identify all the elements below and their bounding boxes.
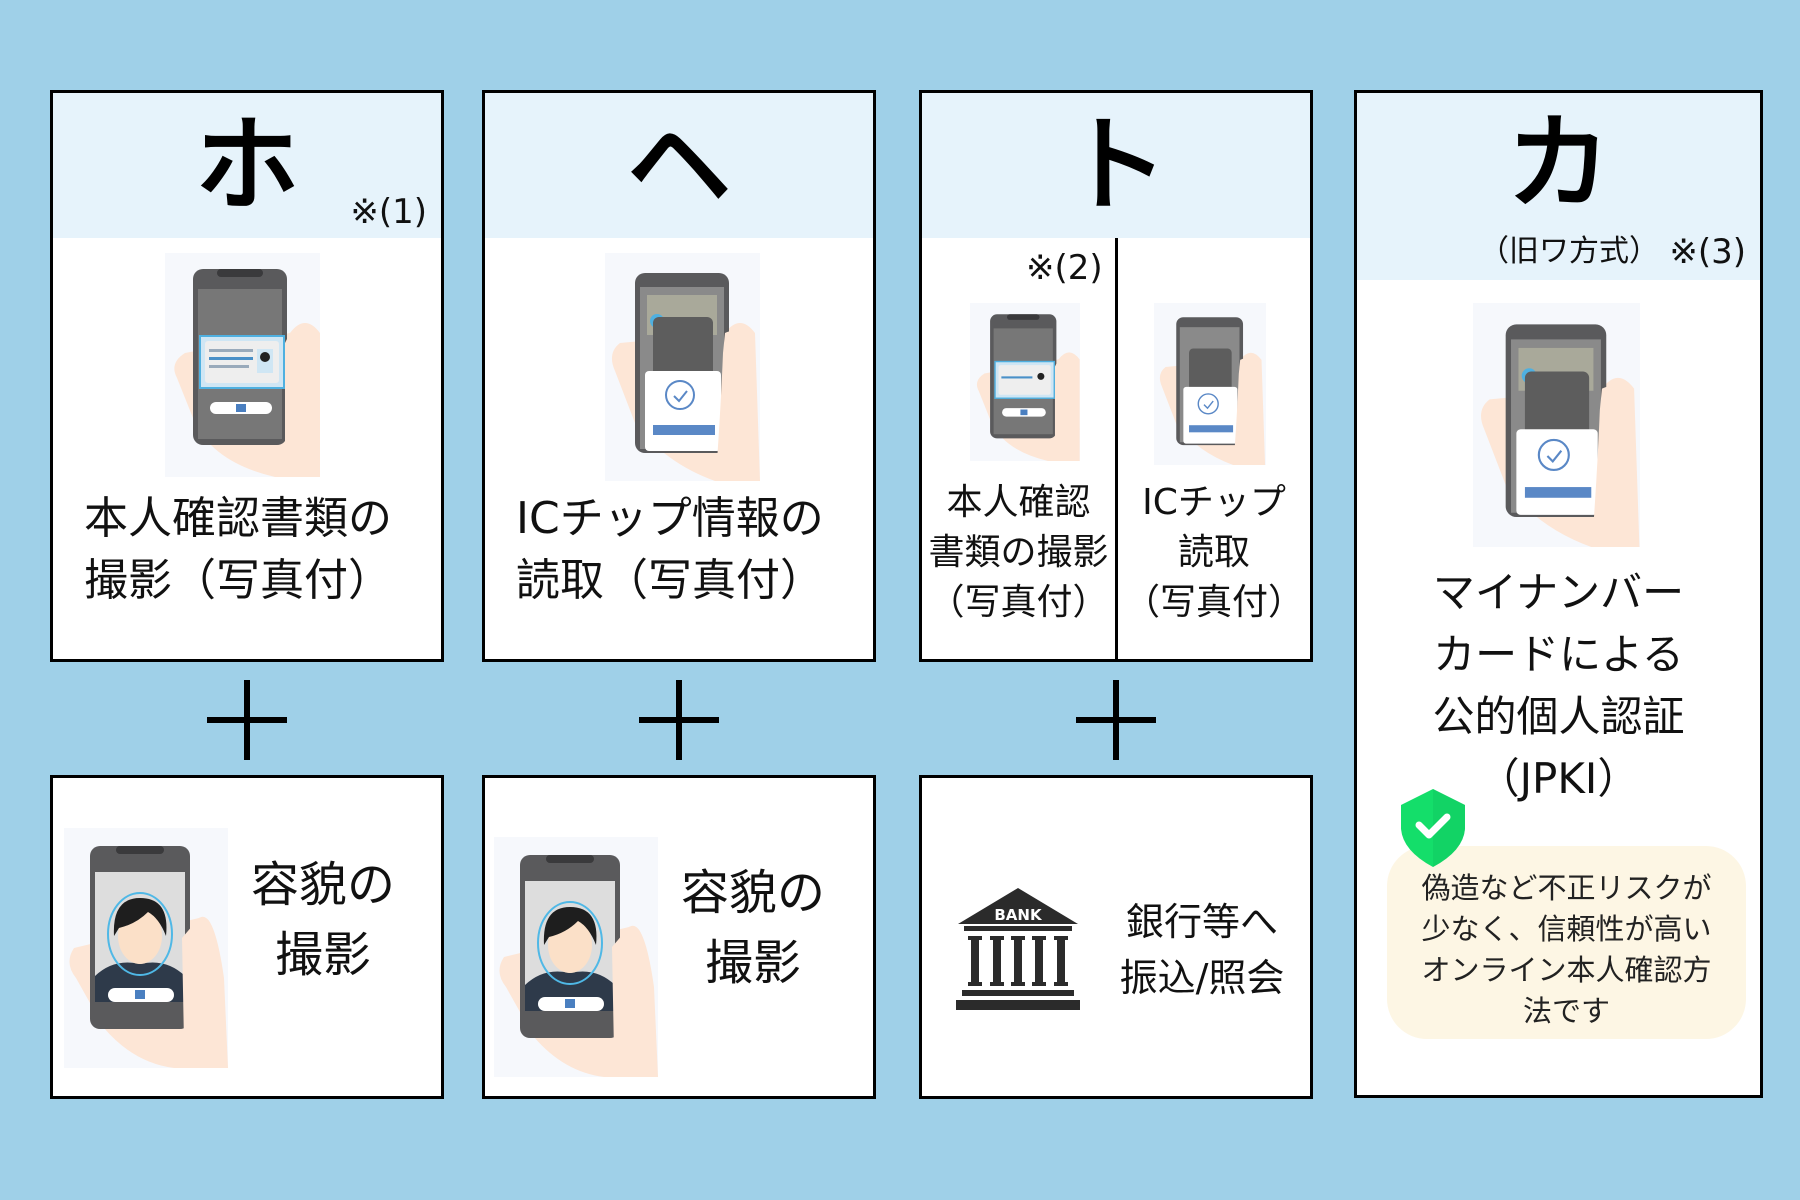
card-to-note: ※(2) (1026, 248, 1103, 288)
phone-selfie-face-icon (64, 828, 228, 1068)
bank-icon-text: BANK (994, 906, 1043, 924)
card-ka-label: マイナンバー カードによる 公的個人認証 （JPKI） (1357, 562, 1760, 810)
card-to-bottom-label: 銀行等へ 振込/照会 (1102, 894, 1302, 1006)
phone-read-ic-chip-icon (605, 253, 760, 481)
card-ho-note: ※(1) (350, 192, 427, 232)
label-line: カードによる (1433, 630, 1684, 679)
label-line: （写真付） (1123, 582, 1304, 623)
phone-read-ic-chip-icon (1154, 303, 1266, 465)
card-ho-bottom-label: 容貌の 撮影 (223, 850, 423, 990)
phone-scan-id-card-icon (165, 253, 320, 477)
bank-icon: BANK (956, 886, 1080, 1010)
card-to-header: ト (919, 90, 1313, 241)
card-he-bottom-box: 容貌の 撮影 (482, 775, 876, 1099)
card-he-top-box: ICチップ情報の 読取（写真付） (482, 238, 876, 662)
label-line: 公的個人認証 (1432, 692, 1685, 741)
label-line: （写真付） (928, 582, 1109, 623)
card-ho-title: ホ (194, 104, 299, 226)
card-ka-title: カ (1506, 102, 1611, 224)
card-to-bottom-box: BANK 銀行等へ 振込/照会 (919, 775, 1313, 1099)
card-ka-callout: 偽造など不正リスクが 少なく、信頼性が高い オンライン本人確認方 法です (1387, 846, 1746, 1039)
card-ho-top-label: 本人確認書類の 撮影（写真付） (84, 488, 392, 612)
callout-line: オンライン本人確認方 (1421, 953, 1712, 987)
label-line: 容貌の (250, 857, 395, 913)
label-line: ICチップ情報の (516, 493, 824, 544)
card-ka-header: カ （旧ワ方式） ※(3) (1354, 90, 1763, 283)
label-line: 撮影（写真付） (84, 555, 392, 606)
shield-check-icon (1401, 789, 1465, 867)
label-line: 容貌の (680, 865, 825, 921)
label-line: 撮影 (704, 935, 801, 991)
card-to-title: ト (1063, 104, 1168, 226)
label-line: 本人確認書類の (84, 493, 392, 544)
plus-icon (639, 680, 719, 760)
label-line: 銀行等へ (1125, 900, 1278, 944)
card-ho-top-box: 本人確認書類の 撮影（写真付） (50, 238, 444, 662)
card-ho-bottom-box: 容貌の 撮影 (50, 775, 444, 1099)
card-to-top-box: ※(2) 本人確認 書類の撮影 (919, 238, 1313, 662)
label-line: ICチップ (1142, 482, 1286, 523)
card-he-header: ヘ (482, 90, 876, 241)
callout-text: 偽造など不正リスクが 少なく、信頼性が高い オンライン本人確認方 法です (1387, 868, 1746, 1032)
card-ho-header: ホ ※(1) (50, 90, 444, 241)
card-he-title: ヘ (626, 104, 731, 226)
label-line: 振込/照会 (1119, 956, 1285, 1000)
card-he-top-label: ICチップ情報の 読取（写真付） (516, 488, 824, 612)
callout-line: 偽造など不正リスクが (1421, 871, 1712, 905)
label-line: 撮影 (274, 927, 371, 983)
label-line: 読取 (1177, 532, 1250, 573)
card-to-top-left-label: 本人確認 書類の撮影 （写真付） (922, 478, 1115, 628)
plus-icon (1076, 680, 1156, 760)
label-line: マイナンバー (1432, 568, 1685, 617)
callout-line: 少なく、信頼性が高い (1421, 912, 1712, 946)
card-ka-note: ※(3) (1669, 232, 1746, 272)
card-ka-body: マイナンバー カードによる 公的個人認証 （JPKI） 偽造など不正リスクが 少… (1354, 280, 1763, 1098)
card-to-top-right-label: ICチップ 読取 （写真付） (1118, 478, 1310, 628)
label-line: 書類の撮影 (928, 532, 1109, 573)
card-ka-subtitle: （旧ワ方式） (1479, 234, 1659, 269)
plus-icon (207, 680, 287, 760)
phone-scan-id-card-icon (970, 303, 1080, 461)
card-to-divider (1115, 238, 1118, 659)
card-he-bottom-label: 容貌の 撮影 (653, 858, 853, 998)
label-line: 本人確認 (946, 482, 1091, 523)
phone-selfie-face-icon (494, 837, 658, 1077)
phone-read-ic-chip-icon (1473, 303, 1640, 547)
callout-line: 法です (1522, 994, 1610, 1028)
label-line: （JPKI） (1477, 754, 1640, 803)
label-line: 読取（写真付） (516, 555, 824, 606)
